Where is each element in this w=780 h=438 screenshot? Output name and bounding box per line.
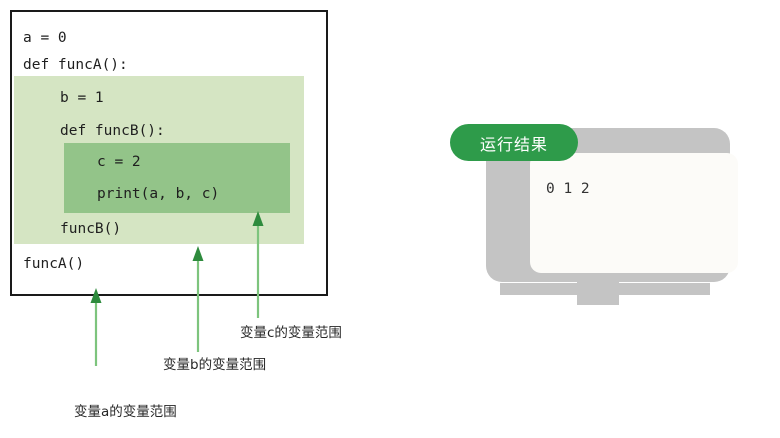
code-line: print(a, b, c) [97,186,220,202]
monitor-stand-neck [577,280,619,305]
monitor-illustration: 0 1 2 运行结果 [450,120,738,305]
code-line: def funcA(): [23,57,128,73]
arrow-scope-c [252,211,264,318]
code-line: c = 2 [97,154,141,170]
annotation-label-scope-c: 变量c的变量范围 [240,325,342,341]
monitor-screen [530,153,738,273]
code-diagram-box: a = 0 def funcA(): b = 1 def funcB(): c = 2 p… [10,10,328,296]
annotation-label-scope-b: 变量b的变量范围 [163,357,267,373]
scope-of-variable-c-highlight [64,143,290,213]
arrow-scope-b [192,246,204,352]
code-line: funcA() [23,256,85,272]
annotation-label-scope-a: 变量a的变量范围 [74,404,177,420]
code-line: a = 0 [23,30,67,46]
code-line: def funcB(): [60,123,165,139]
code-line: funcB() [60,221,122,237]
program-output-text: 0 1 2 [546,181,590,197]
code-text-layer: a = 0 def funcA(): b = 1 def funcB(): c = 2 p… [12,12,326,294]
result-badge: 运行结果 [450,124,578,161]
result-badge-label: 运行结果 [479,134,548,154]
monitor-frame: 0 1 2 [486,128,738,282]
arrow-scope-a [90,288,102,366]
code-line: b = 1 [60,90,104,106]
